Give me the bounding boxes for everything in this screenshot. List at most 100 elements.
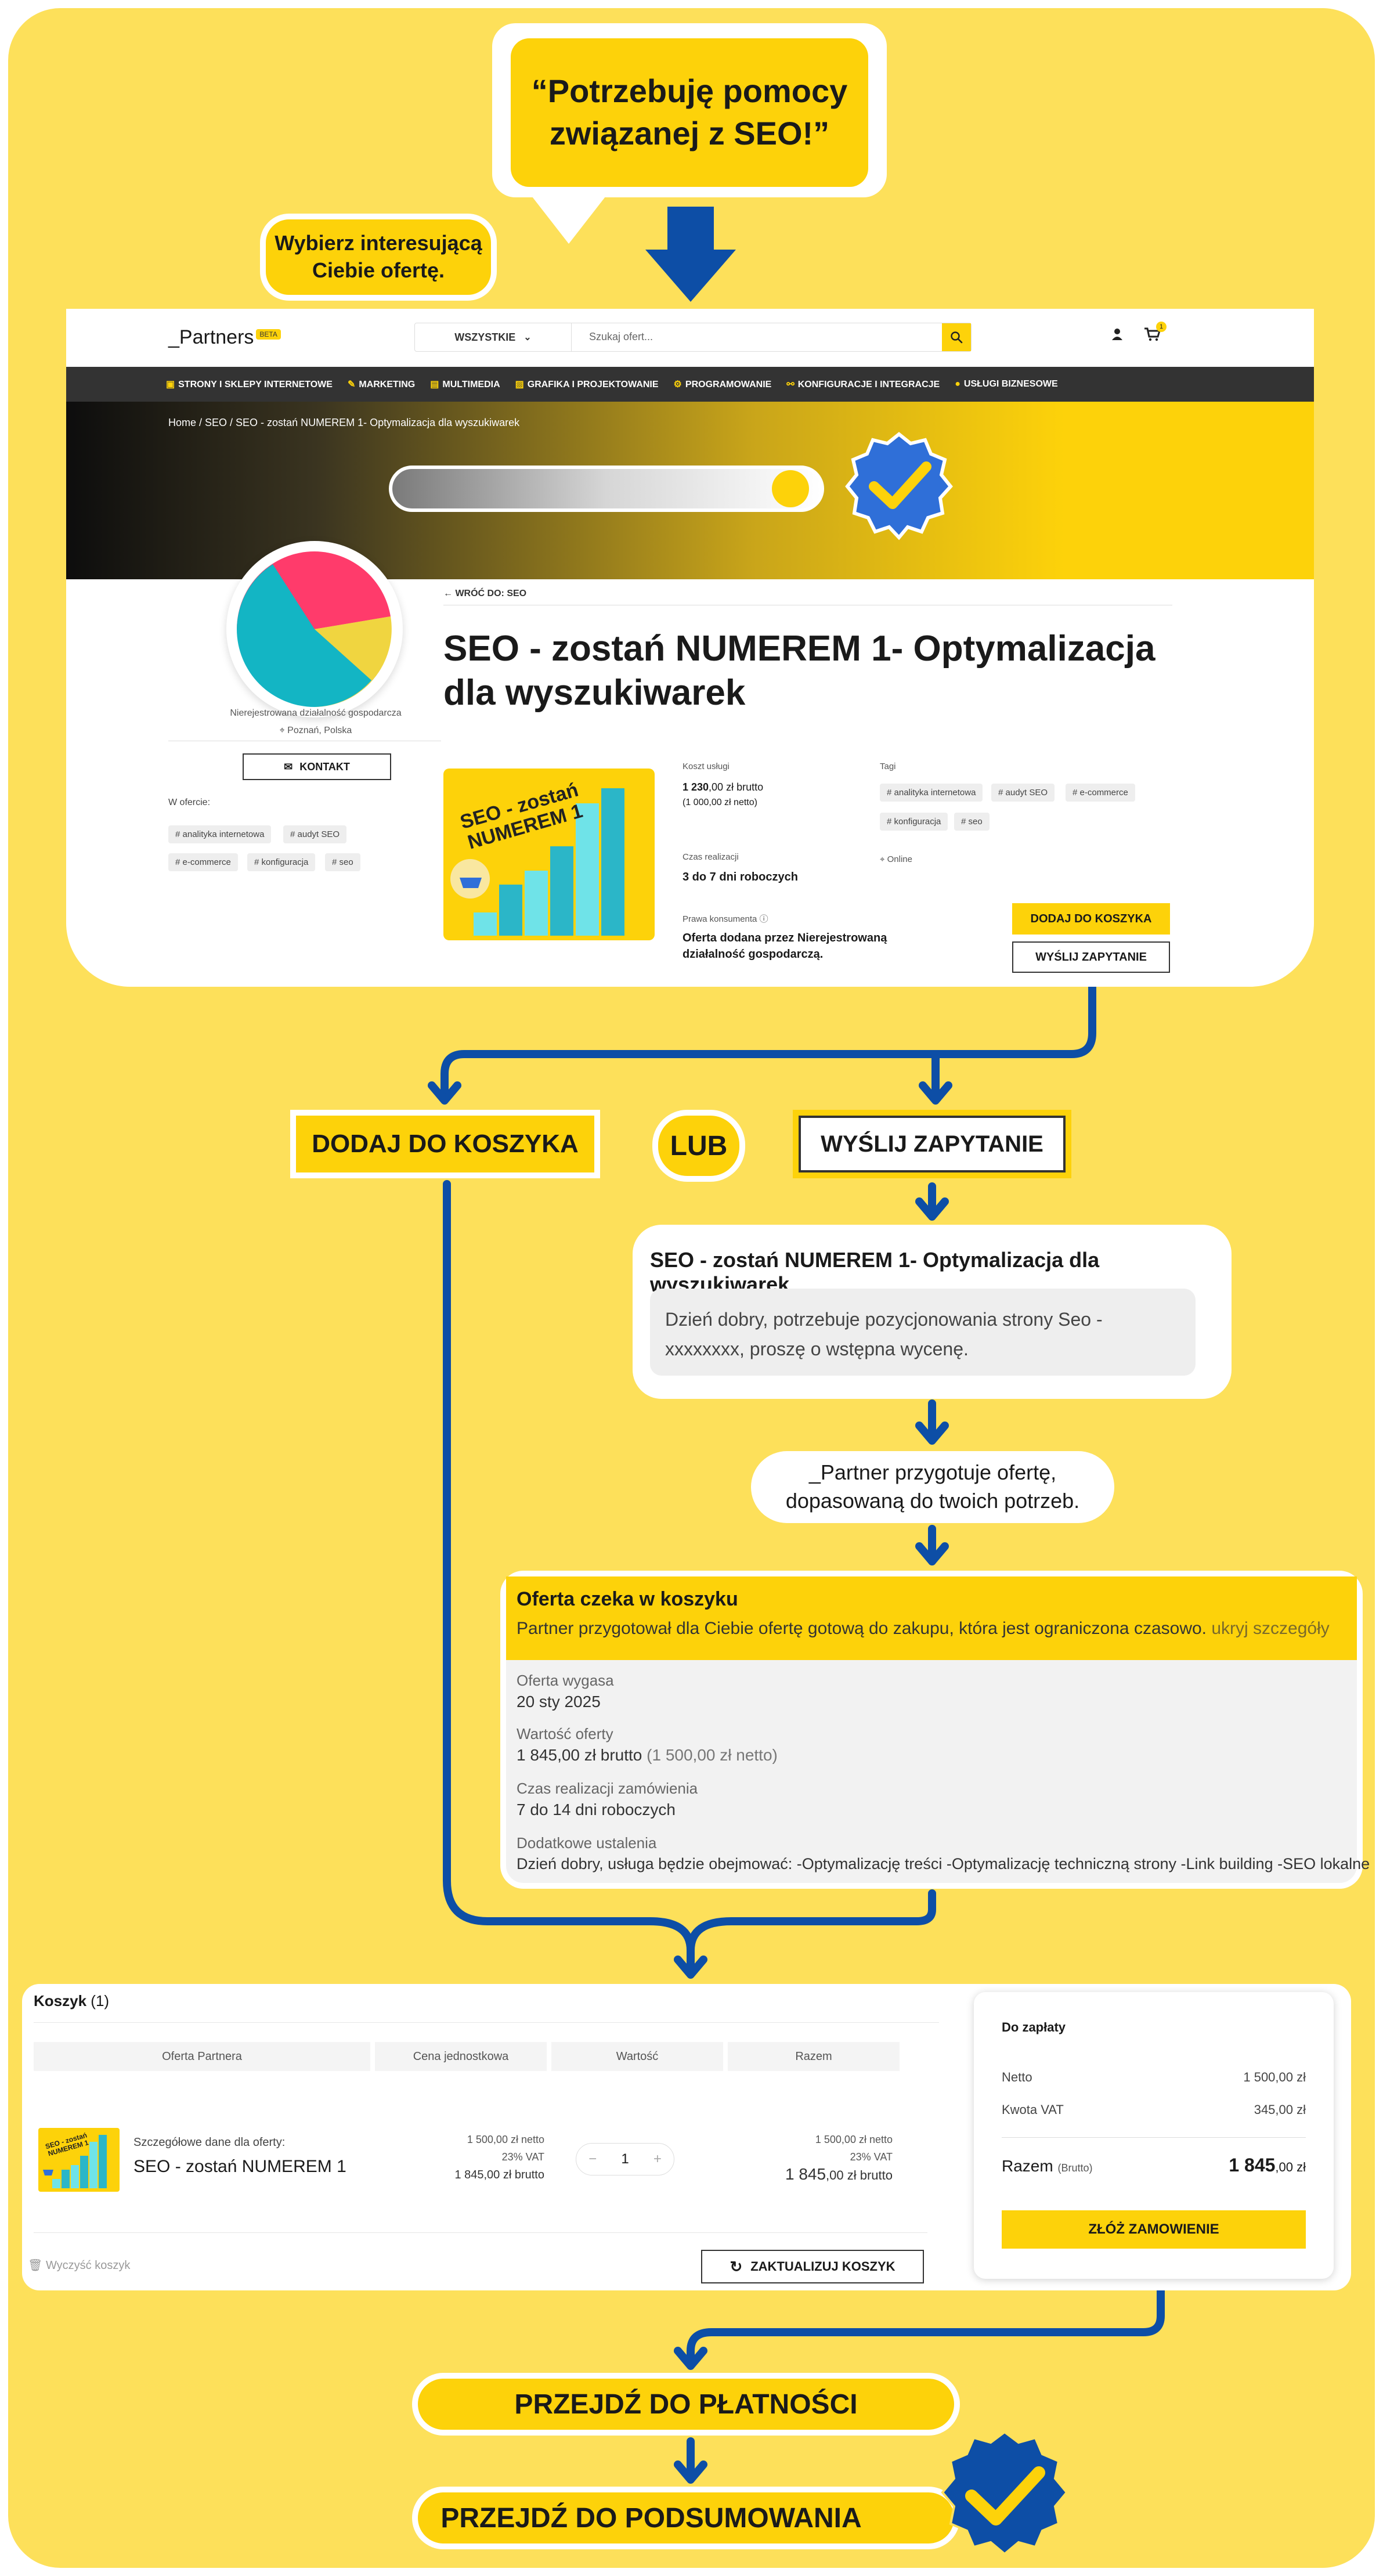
mail-icon: ✉ <box>284 760 293 773</box>
offer-header: Oferta czeka w koszyku Partner przygotow… <box>506 1576 1357 1660</box>
offer-time-label: Czas realizacji zamówienia <box>517 1780 698 1797</box>
speech-text: “Potrzebuję pomocy związanej z SEO!” <box>511 38 868 187</box>
nav-item-websites[interactable]: ▣STRONY I SKLEPY INTERNETOWE <box>166 380 333 389</box>
cart-item-thumb: SEO - zostań NUMEREM 1 <box>38 2128 120 2192</box>
offer-image: SEO - zostań NUMEREM 1 <box>443 769 655 940</box>
offer-time-value: 7 do 14 dni roboczych <box>517 1801 676 1819</box>
user-icon[interactable] <box>1111 327 1124 345</box>
tag-chip[interactable]: # e-commerce <box>168 853 238 871</box>
nav-item-business[interactable]: ●USŁUGI BIZNESOWE <box>955 379 1058 389</box>
price-net: (1 000,00 zł netto) <box>683 798 757 807</box>
tags-label: Tagi <box>880 762 896 771</box>
partner-note: _Partner przygotuje ofertę, dopasowaną d… <box>751 1451 1114 1523</box>
total-vat: 23% VAT <box>850 2151 893 2163</box>
offer-extra-value: Dzień dobry, usługa będzie obejmować: -O… <box>517 1855 1370 1873</box>
tag-chip[interactable]: # konfiguracja <box>247 853 316 871</box>
hide-details-link[interactable]: ukryj szczegóły <box>1211 1619 1330 1638</box>
offer-title: SEO - zostań NUMEREM 1- Optymalizacja dl… <box>443 629 1155 713</box>
offer-expires-label: Oferta wygasa <box>517 1672 614 1689</box>
nav-item-graphics[interactable]: ▨GRAFIKA I PROJEKTOWANIE <box>515 380 659 389</box>
tag-chip[interactable]: # konfiguracja <box>880 813 948 831</box>
time-label: Czas realizacji <box>683 852 739 862</box>
hero-slider-track <box>389 466 824 512</box>
offer-value: 1 845,00 zł brutto (1 500,00 zł netto) <box>517 1746 778 1764</box>
col-header: Razem <box>728 2042 900 2071</box>
arrow-to-summary <box>674 2460 707 2484</box>
choose-offer-note: Wybierz interesującą Ciebie ofertę. <box>260 214 497 301</box>
total-gross: 1 845,00 zł brutto <box>785 2165 893 2183</box>
pin-icon: ⌖ <box>880 854 887 864</box>
unit-net: 1 500,00 zł netto <box>467 2134 544 2145</box>
update-cart-button[interactable]: ↻ZAKTUALIZUJ KOSZYK <box>701 2250 924 2283</box>
tag-chip[interactable]: # analityka internetowa <box>880 784 983 802</box>
arrow-head-left <box>428 1081 461 1105</box>
send-inquiry-button[interactable]: WYŚLIJ ZAPYTANIE <box>1012 941 1170 973</box>
search-icon <box>951 331 963 344</box>
trash-icon: 🗑︎ <box>28 2259 46 2272</box>
unit-vat: 23% VAT <box>501 2151 544 2163</box>
tag-chip[interactable]: # audyt SEO <box>283 825 347 843</box>
tag-chip[interactable]: # seo <box>954 813 990 831</box>
offer-subtext: Partner przygotował dla Ciebie ofertę go… <box>517 1619 1330 1638</box>
quantity-stepper[interactable]: − 1 + <box>576 2143 674 2175</box>
in-offer-label: W ofercie: <box>168 798 211 807</box>
search-input[interactable]: Szukaj ofert... <box>589 331 653 342</box>
cart-item-details-label: Szczegółowe dane dla oferty: <box>133 2136 286 2149</box>
arrow-head-right <box>919 1081 952 1105</box>
plus-icon[interactable]: + <box>653 2151 662 2167</box>
divider <box>34 2232 927 2233</box>
minus-icon[interactable]: − <box>588 2151 597 2167</box>
nav-item-integrations[interactable]: ⚯KONFIGURACJE I INTEGRACJE <box>786 380 940 389</box>
cart-item-name[interactable]: SEO - zostań NUMEREM 1 <box>133 2157 346 2176</box>
search-button[interactable] <box>942 323 971 351</box>
hero-slider-knob <box>772 470 809 507</box>
nav-item-programming[interactable]: ⚙PROGRAMOWANIE <box>673 380 772 389</box>
col-header: Wartość <box>551 2042 723 2071</box>
seller-location: ⌖ Poznań, Polska <box>279 726 352 735</box>
nav-item-multimedia[interactable]: ▤MULTIMEDIA <box>430 380 500 389</box>
info-icon: ⓘ <box>757 914 768 924</box>
tag-chip[interactable]: # analityka internetowa <box>168 825 272 843</box>
cost-label: Koszt usługi <box>683 762 730 771</box>
offer-expires-value: 20 sty 2025 <box>517 1693 601 1711</box>
col-header: Oferta Partnera <box>34 2042 370 2071</box>
tag-chip[interactable]: # e-commerce <box>1066 784 1135 802</box>
cart-panel: Koszyk (1) Oferta Partnera Cena jednostk… <box>22 1984 1351 2290</box>
flow-or: LUB <box>652 1110 745 1182</box>
inquiry-message[interactable]: Dzień dobry, potrzebuje pozycjonowania s… <box>650 1289 1196 1376</box>
tag-chip[interactable]: # seo <box>325 853 360 871</box>
offer-waiting-card: Oferta czeka w koszyku Partner przygotow… <box>500 1571 1370 1889</box>
inquiry-card: SEO - zostań NUMEREM 1- Optymalizacja dl… <box>633 1225 1232 1399</box>
offer-heading: Oferta czeka w koszyku <box>517 1588 738 1610</box>
divider <box>1002 2137 1306 2138</box>
breadcrumb[interactable]: Home / SEO / SEO - zostań NUMEREM 1- Opt… <box>168 417 520 428</box>
arrow-to-cart <box>674 1956 707 1979</box>
offer-value-label: Wartość oferty <box>517 1725 613 1742</box>
tag-chip[interactable]: # audyt SEO <box>991 784 1055 802</box>
seller-avatar <box>226 541 403 717</box>
col-header: Cena jednostkowa <box>375 2042 547 2071</box>
contact-button[interactable]: ✉KONTAKT <box>243 753 391 780</box>
speech-bubble-tail <box>528 192 609 244</box>
add-to-cart-button[interactable]: DODAJ DO KOSZYKA <box>1012 903 1170 935</box>
cart-count-badge: 1 <box>1156 322 1167 332</box>
line-split <box>440 983 1096 1101</box>
arrow-left-icon: ← <box>443 589 456 598</box>
clear-cart-button[interactable]: 🗑︎ Wyczyść koszyk <box>28 2259 131 2272</box>
search-category-select[interactable]: WSZYSTKIE ⌄ <box>415 323 572 351</box>
arrow-to-note <box>915 1422 949 1445</box>
consumer-rights-label: Prawa konsumenta ⓘ <box>683 914 768 924</box>
arrow-to-offer <box>915 1542 949 1565</box>
back-link[interactable]: ← WRÓĆ DO: SEO <box>443 589 527 598</box>
nav-item-marketing[interactable]: ✎MARKETING <box>347 380 416 389</box>
price-gross: 1 230,00 zł brutto <box>683 781 764 793</box>
place-order-button[interactable]: ZŁÓŻ ZAMOWIENIE <box>1002 2210 1306 2249</box>
line-to-pay <box>687 2285 1165 2366</box>
mode-label: ⌖ Online <box>880 854 912 864</box>
refresh-icon: ↻ <box>730 2257 743 2275</box>
